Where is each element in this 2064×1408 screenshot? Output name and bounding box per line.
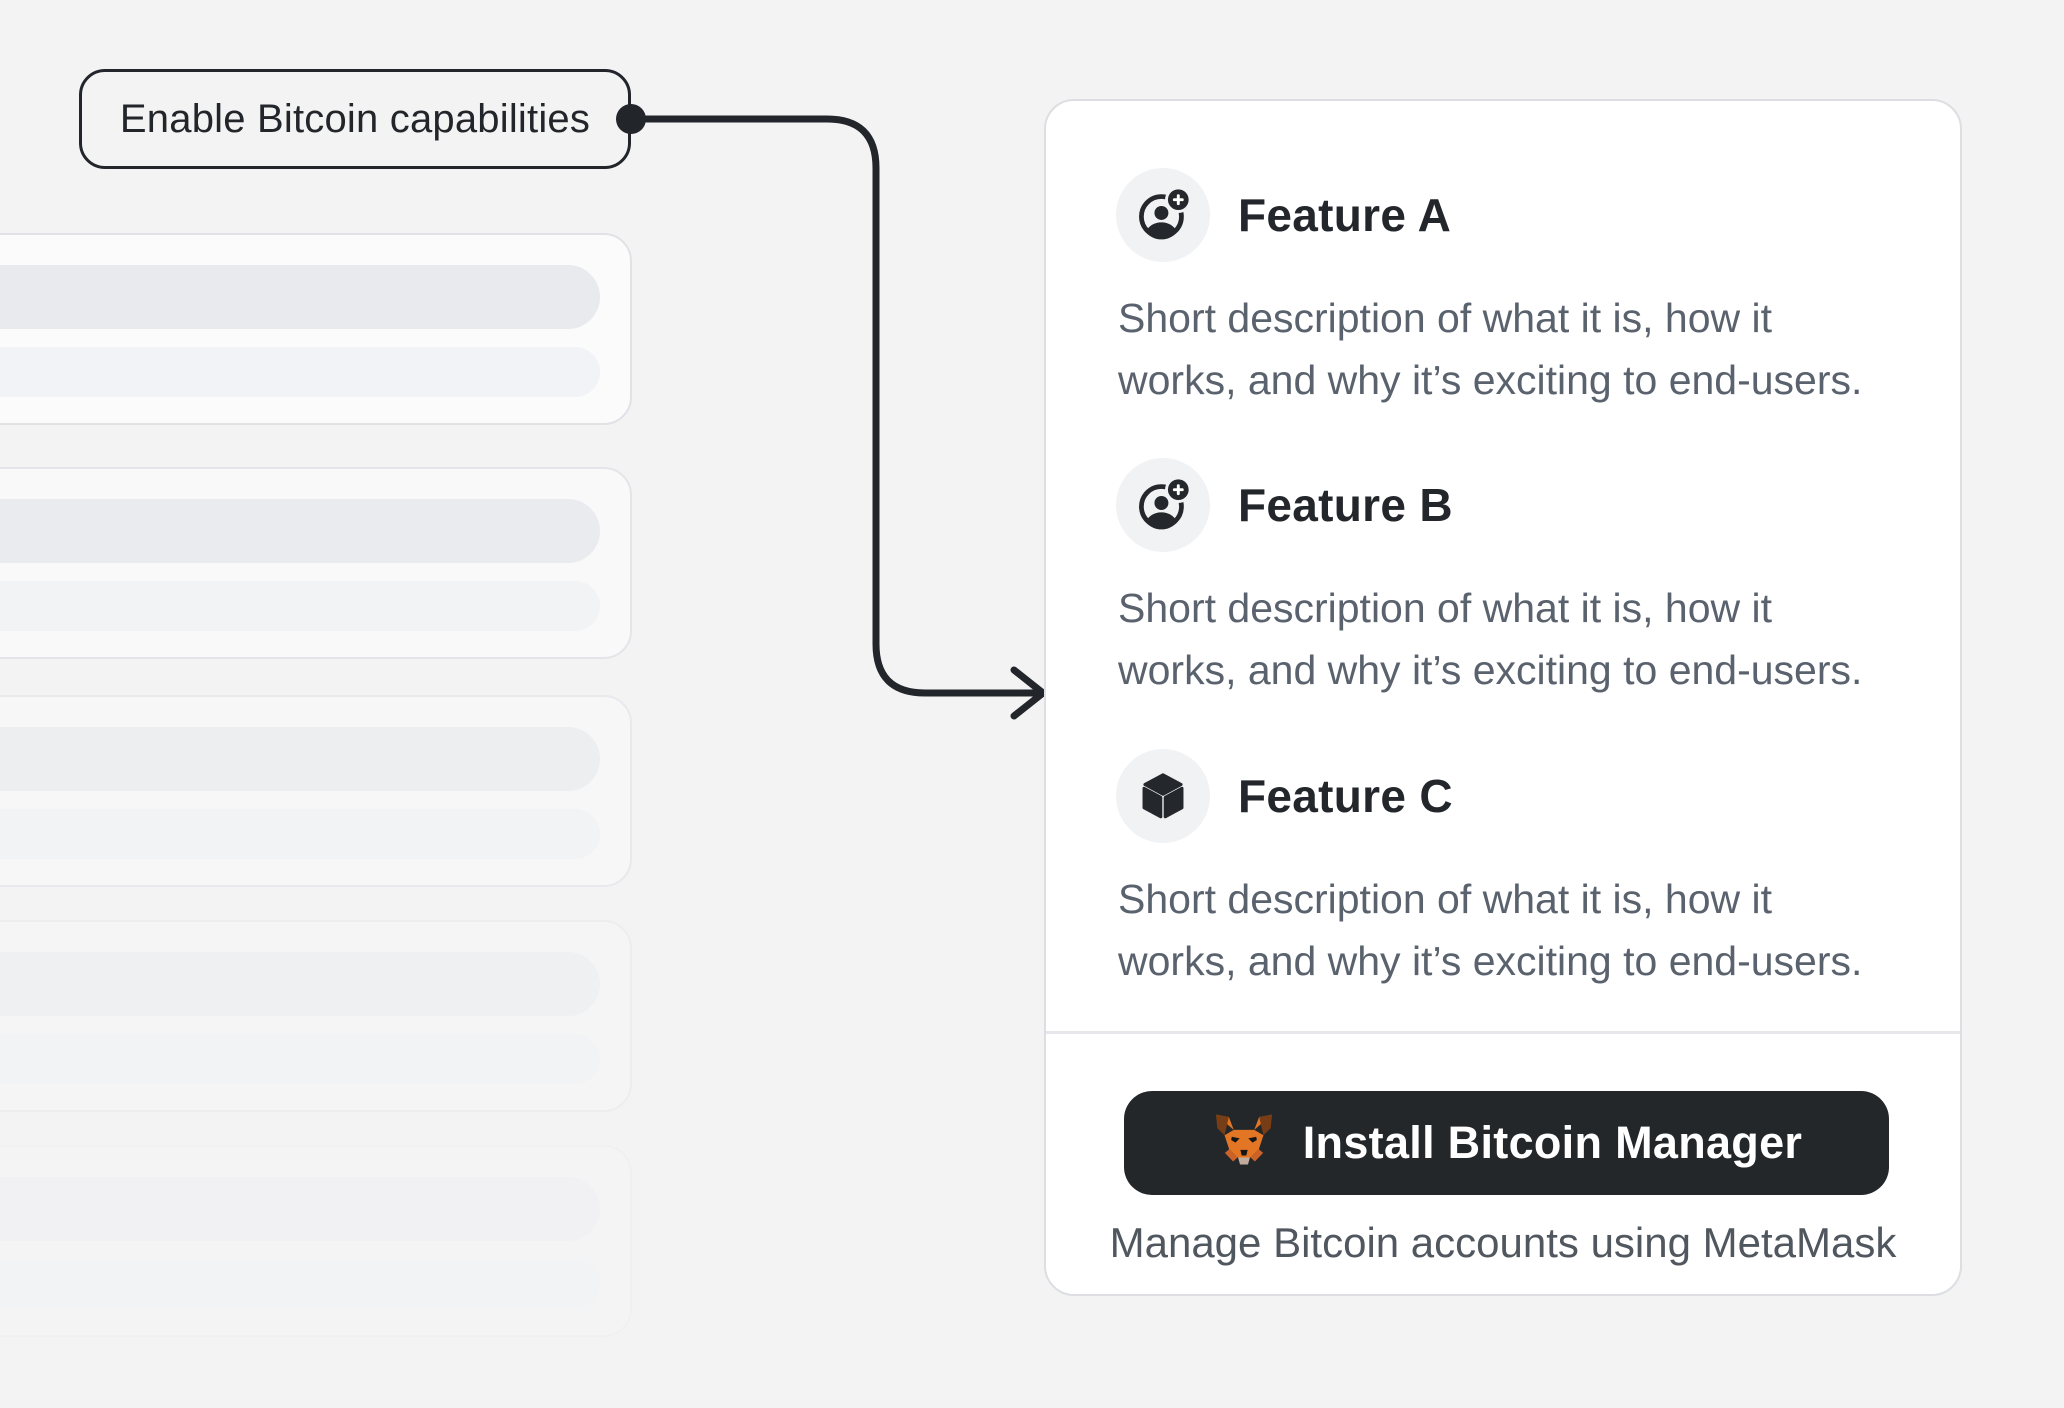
metamask-fox-icon bbox=[1211, 1113, 1277, 1174]
account-add-icon bbox=[1116, 458, 1210, 552]
feature-description: Short description of what it is, how it … bbox=[1118, 585, 1863, 693]
feature-title: Feature C bbox=[1238, 770, 1453, 822]
feature-row-c: Feature C bbox=[1116, 749, 1453, 843]
skeleton-card bbox=[0, 1145, 632, 1337]
skeleton-bar bbox=[0, 1034, 600, 1084]
card-divider bbox=[1046, 1031, 1960, 1034]
connector-line bbox=[627, 115, 1040, 697]
install-caption: Manage Bitcoin accounts using MetaMask bbox=[1109, 1219, 1897, 1266]
feature-title: Feature B bbox=[1238, 479, 1453, 531]
feature-row-b: Feature B bbox=[1116, 458, 1453, 552]
callout-label: Enable Bitcoin capabilities bbox=[79, 69, 631, 169]
install-button-label: Install Bitcoin Manager bbox=[1302, 1117, 1803, 1168]
skeleton-card bbox=[0, 233, 632, 425]
skeleton-bar bbox=[0, 1259, 600, 1309]
skeleton-bar bbox=[0, 952, 600, 1016]
install-bitcoin-manager-button[interactable]: Install Bitcoin Manager bbox=[1124, 1091, 1889, 1195]
account-add-icon bbox=[1116, 168, 1210, 262]
skeleton-card bbox=[0, 695, 632, 887]
feature-title: Feature A bbox=[1238, 189, 1452, 241]
callout-label-text: Enable Bitcoin capabilities bbox=[119, 96, 591, 141]
features-card: Feature A Short description of what it i… bbox=[1044, 99, 1962, 1296]
skeleton-bar bbox=[0, 581, 600, 631]
feature-description: Short description of what it is, how it … bbox=[1118, 876, 1863, 984]
skeleton-bar bbox=[0, 1177, 600, 1241]
skeleton-bar bbox=[0, 809, 600, 859]
feature-row-a: Feature A bbox=[1116, 168, 1451, 262]
cube-icon bbox=[1116, 749, 1210, 843]
skeleton-bar bbox=[0, 265, 600, 329]
skeleton-bar bbox=[0, 499, 600, 563]
skeleton-card bbox=[0, 467, 632, 659]
feature-description: Short description of what it is, how it … bbox=[1118, 295, 1863, 403]
skeleton-bar bbox=[0, 347, 600, 397]
connector-arrowhead-icon bbox=[1010, 666, 1047, 720]
skeleton-card bbox=[0, 920, 632, 1112]
skeleton-bar bbox=[0, 727, 600, 791]
